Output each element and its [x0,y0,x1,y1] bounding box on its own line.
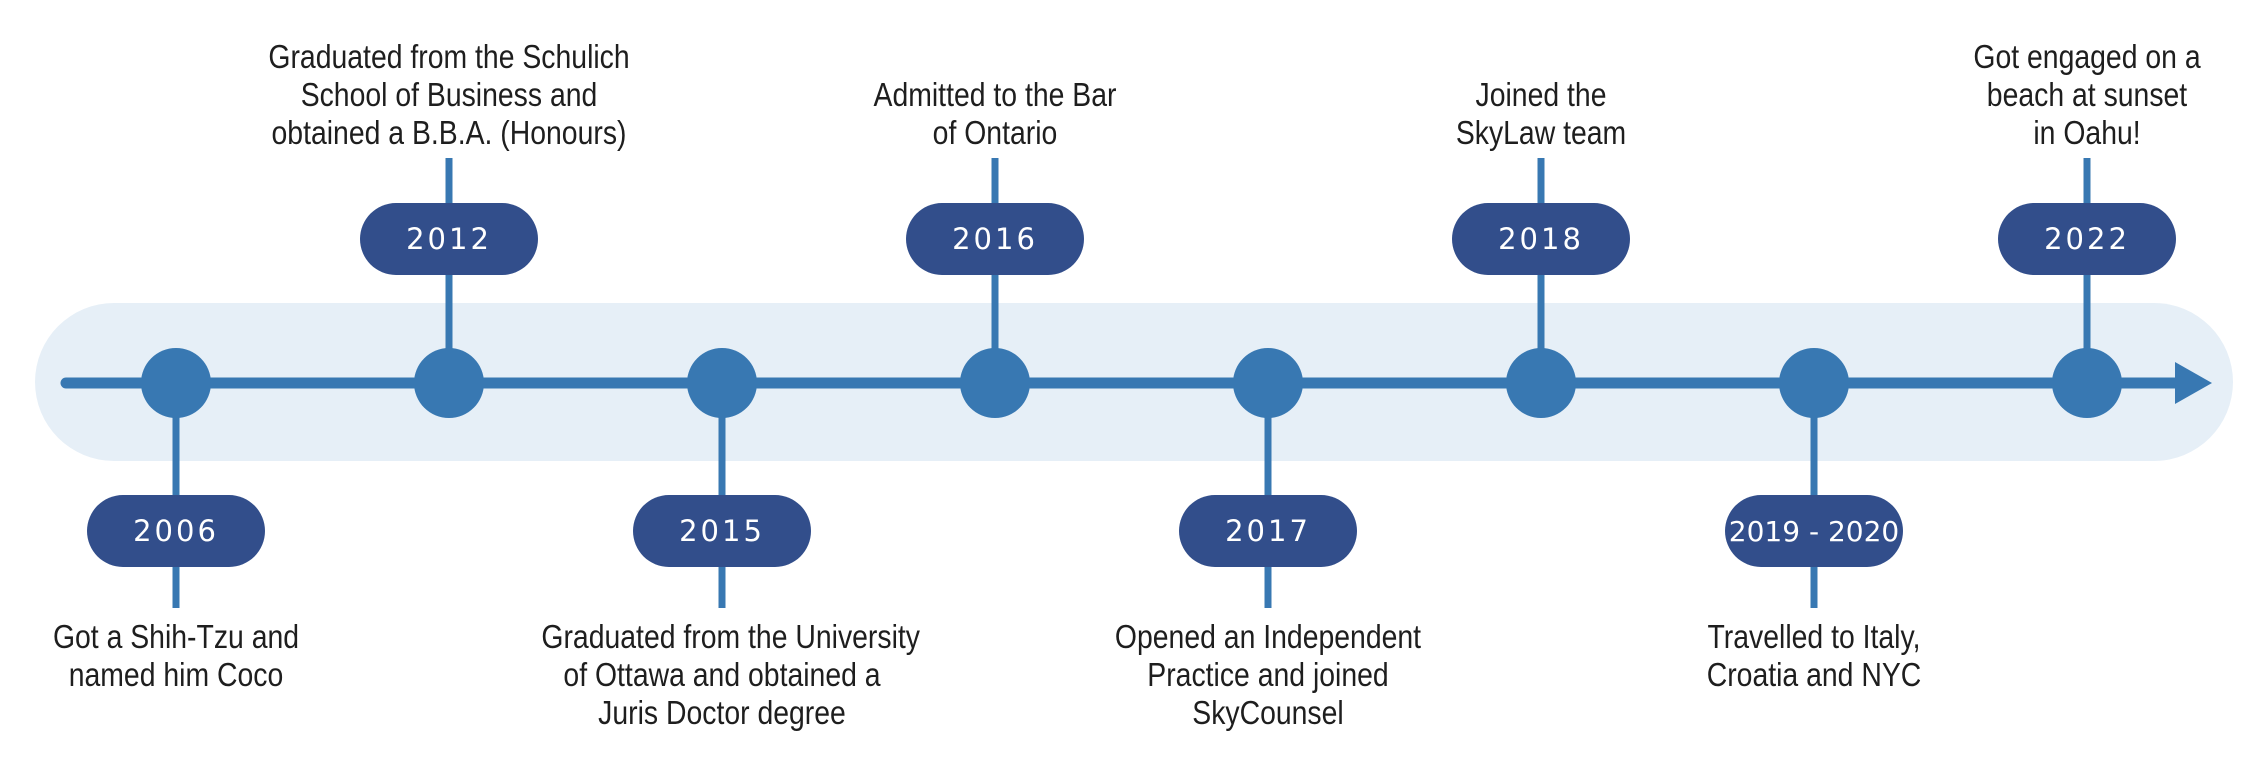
year-badge [1452,203,1630,275]
event-node [687,348,757,418]
event-caption-line: Travelled to Italy, [1707,618,1921,655]
year-label: 2017 [1225,514,1311,548]
event-caption-line: of Ontario [932,114,1058,151]
event-caption-line: Graduated from the Schulich [268,38,630,75]
year-label: 2018 [1498,222,1584,256]
event-caption-line: Got a Shih-Tzu and [52,618,300,655]
year-label: 2012 [406,222,492,256]
event-caption-line: Croatia and NYC [1706,656,1922,693]
timeline-event: 2022 [1998,158,2176,418]
event-caption-line: Juris Doctor degree [598,694,846,731]
event-caption-line: Graduated from the University [541,618,920,655]
timeline-event: 2018 [1452,158,1630,418]
event-caption-line: beach at sunset [1986,76,2188,113]
timeline-event: 2019 - 2020 [1725,348,1903,608]
year-badge [633,495,811,567]
year-badge [1998,203,2176,275]
timeline-event: 2017 [1179,348,1357,608]
year-label: 2022 [2044,222,2130,256]
event-caption: Travelled to Italy,Croatia and NYC [1633,618,1994,694]
event-node [414,348,484,418]
year-label: 2016 [952,222,1038,256]
event-node [1233,348,1303,418]
year-badge [1725,495,1903,567]
year-label: 2015 [679,514,765,548]
event-node [1506,348,1576,418]
event-caption-line: School of Business and [300,76,598,113]
event-caption-line: Practice and joined [1147,656,1389,693]
event-caption-line: in Oahu! [2033,114,2141,151]
event-caption-line: Opened an Independent [1114,618,1422,655]
year-badge [360,203,538,275]
event-node [141,348,211,418]
event-caption-line: Got engaged on a [1973,38,2201,75]
timeline-events: 2006 2012 2015 2016 2017 2018 2019 - 2020 2022 [87,158,2176,608]
event-node [960,348,1030,418]
event-caption-line: SkyLaw team [1455,114,1627,151]
timeline-event: 2015 [633,348,811,608]
year-label: 2006 [133,514,219,548]
event-node [2052,348,2122,418]
event-caption-line: of Ottawa and obtained a [563,656,881,693]
timeline-event: 2006 [87,348,265,608]
event-caption-line: Admitted to the Bar [873,76,1117,113]
event-node [1779,348,1849,418]
event-caption-line: SkyCounsel [1192,694,1344,731]
year-badge [87,495,265,567]
timeline-arrowhead-icon [2175,362,2212,404]
event-caption-line: obtained a B.B.A. (Honours) [271,114,627,151]
year-badge [1179,495,1357,567]
event-caption-line: named him Coco [68,656,284,693]
timeline-event: 2016 [906,158,1084,418]
year-label: 2019 - 2020 [1729,515,1899,548]
event-caption-line: Joined the [1475,76,1607,113]
timeline-event: 2012 [360,158,538,418]
year-badge [906,203,1084,275]
